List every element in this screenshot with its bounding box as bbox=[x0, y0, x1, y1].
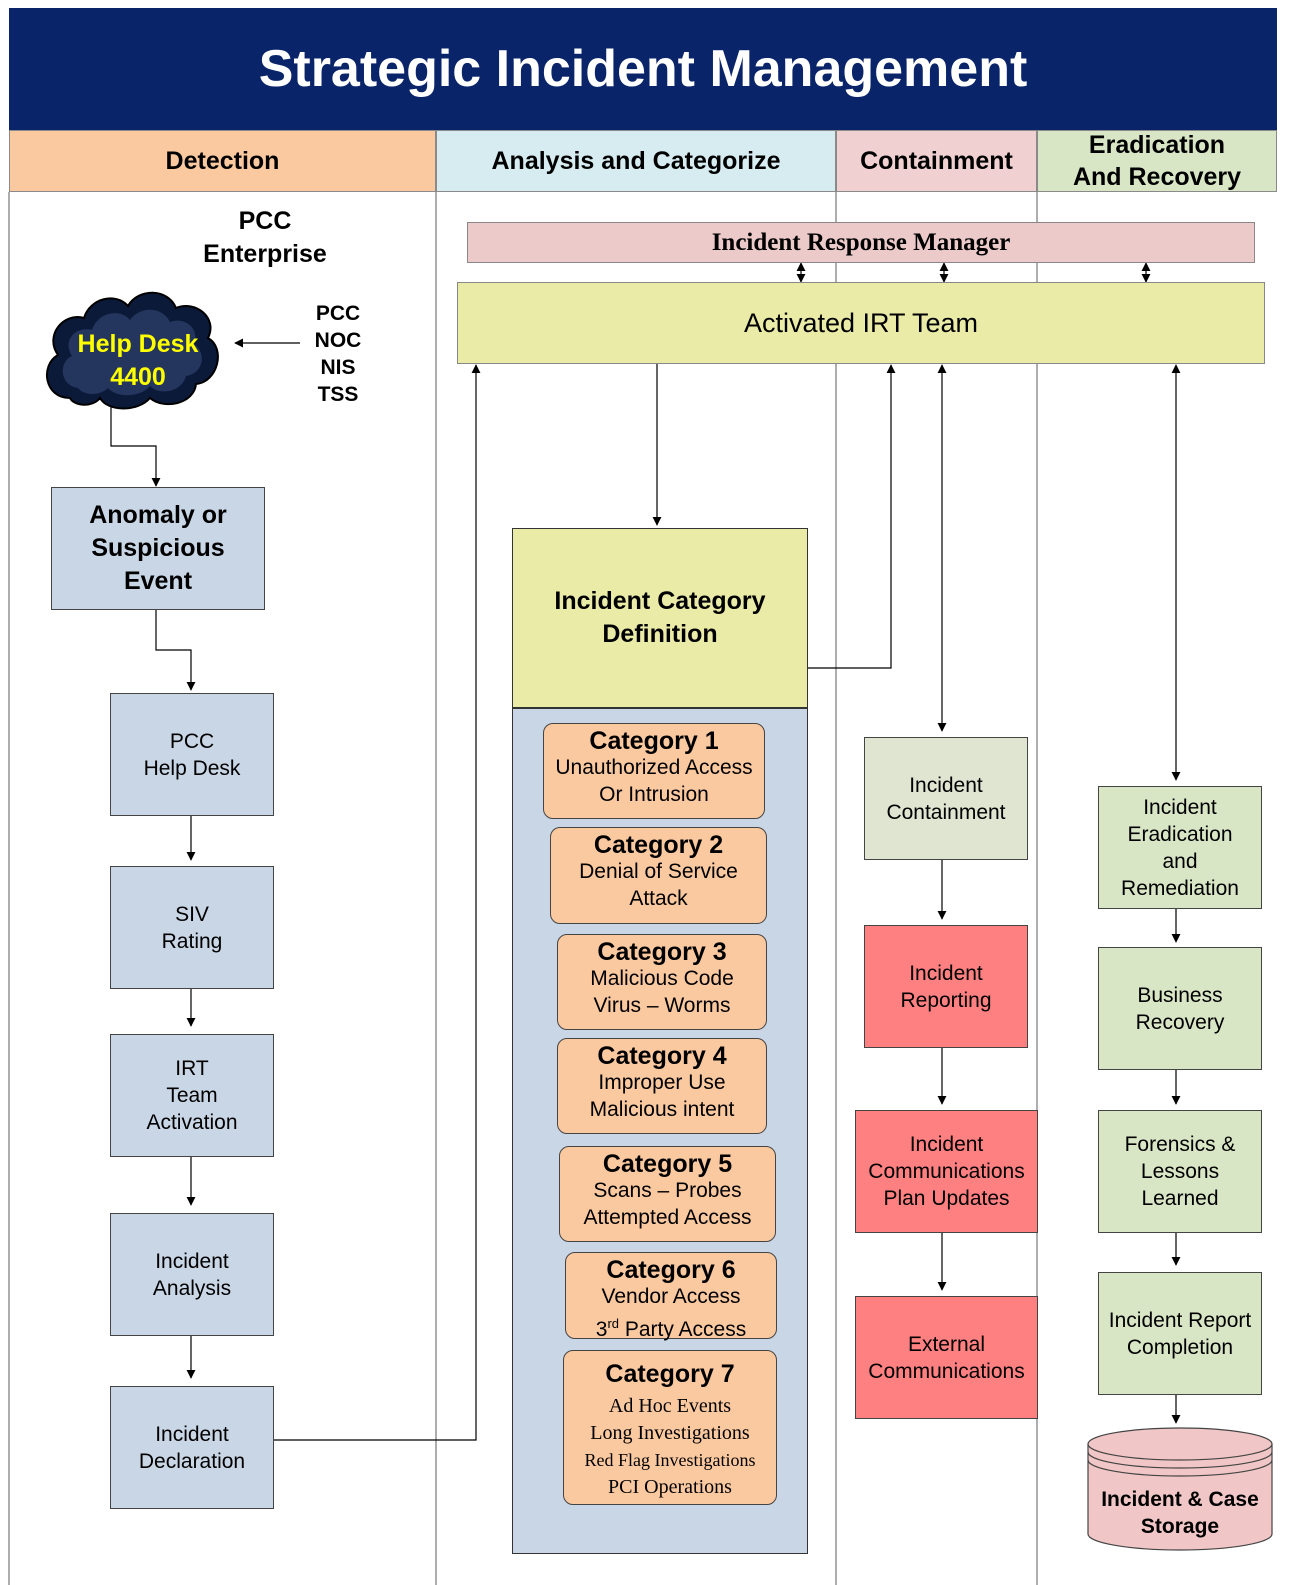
pcc-help-desk-box: PCC Help Desk bbox=[110, 693, 274, 816]
external-communications-box: External Communications bbox=[855, 1296, 1038, 1419]
category-2-card: Category 2 Denial of Service Attack bbox=[550, 827, 767, 924]
anomaly-event-box: Anomaly or Suspicious Event bbox=[51, 487, 265, 610]
storage-label: Incident & Case Storage bbox=[1101, 1488, 1259, 1538]
category-6-card: Category 6 Vendor Access 3rd Party Acces… bbox=[565, 1252, 777, 1341]
category-3-desc: Malicious Code Virus – Worms bbox=[590, 967, 734, 1017]
incident-communications-box: Incident Communications Plan Updates bbox=[855, 1110, 1038, 1233]
pcc-enterprise-label: PCC Enterprise bbox=[203, 207, 327, 268]
category-7-line-1: Ad Hoc Events bbox=[608, 1395, 732, 1417]
help-desk-label: Help Desk 4400 bbox=[58, 328, 218, 394]
column-header-detection: Detection bbox=[9, 130, 436, 192]
siv-rating-box: SIV Rating bbox=[110, 866, 274, 989]
category-5-desc: Scans – Probes Attempted Access bbox=[583, 1179, 752, 1229]
category-2-desc: Denial of Service Attack bbox=[579, 860, 738, 910]
help-desk-name: Help Desk bbox=[77, 330, 199, 358]
category-3-title: Category 3 bbox=[597, 938, 727, 966]
incident-reporting-box: Incident Reporting bbox=[864, 925, 1028, 1048]
incident-category-definition-box: Incident Category Definition bbox=[512, 528, 808, 708]
category-3-card: Category 3 Malicious Code Virus – Worms bbox=[557, 934, 767, 1030]
category-1-card: Category 1 Unauthorized Access Or Intrus… bbox=[543, 723, 765, 819]
category-7-line-3: Red Flag Investigations bbox=[584, 1450, 756, 1470]
help-desk-cloud-icon bbox=[46, 291, 219, 410]
category-1-desc: Unauthorized Access Or Intrusion bbox=[555, 756, 753, 806]
category-4-title: Category 4 bbox=[597, 1042, 727, 1070]
incident-response-manager-bar: Incident Response Manager bbox=[467, 222, 1255, 263]
column-header-analysis: Analysis and Categorize bbox=[436, 130, 836, 192]
category-6-title: Category 6 bbox=[606, 1256, 736, 1284]
category-5-card: Category 5 Scans – Probes Attempted Acce… bbox=[559, 1146, 776, 1242]
incident-containment-box: Incident Containment bbox=[864, 737, 1028, 860]
forensics-lessons-box: Forensics & Lessons Learned bbox=[1098, 1110, 1262, 1233]
incident-report-completion-box: Incident Report Completion bbox=[1098, 1272, 1262, 1395]
category-1-title: Category 1 bbox=[589, 727, 719, 755]
column-header-containment: Containment bbox=[836, 130, 1037, 192]
irt-team-activation-box: IRT Team Activation bbox=[110, 1034, 274, 1157]
help-desk-number: 4400 bbox=[110, 363, 166, 391]
category-7-line-4: PCI Operations bbox=[608, 1476, 732, 1498]
business-recovery-box: Business Recovery bbox=[1098, 947, 1262, 1070]
category-4-card: Category 4 Improper Use Malicious intent bbox=[557, 1038, 767, 1134]
incident-eradication-box: Incident Eradication and Remediation bbox=[1098, 786, 1262, 909]
incident-declaration-box: Incident Declaration bbox=[110, 1386, 274, 1509]
alert-sources: PCC NOC NIS TSS bbox=[314, 302, 362, 406]
category-7-card: Category 7 Ad Hoc Events Long Investigat… bbox=[563, 1350, 777, 1505]
category-7-line-2: Long Investigations bbox=[590, 1422, 750, 1444]
category-4-desc: Improper Use Malicious intent bbox=[589, 1071, 735, 1121]
column-header-eradication: Eradication And Recovery bbox=[1037, 130, 1277, 192]
category-6-desc: Vendor Access bbox=[601, 1285, 741, 1308]
category-2-title: Category 2 bbox=[593, 831, 724, 859]
incident-analysis-box: Incident Analysis bbox=[110, 1213, 274, 1336]
page-title: Strategic Incident Management bbox=[9, 8, 1277, 130]
category-7-title: Category 7 bbox=[605, 1360, 735, 1388]
category-5-title: Category 5 bbox=[602, 1150, 733, 1178]
category-6-desc-2: 3rd Party Access bbox=[595, 1316, 747, 1341]
activated-irt-team-bar: Activated IRT Team bbox=[457, 282, 1265, 364]
